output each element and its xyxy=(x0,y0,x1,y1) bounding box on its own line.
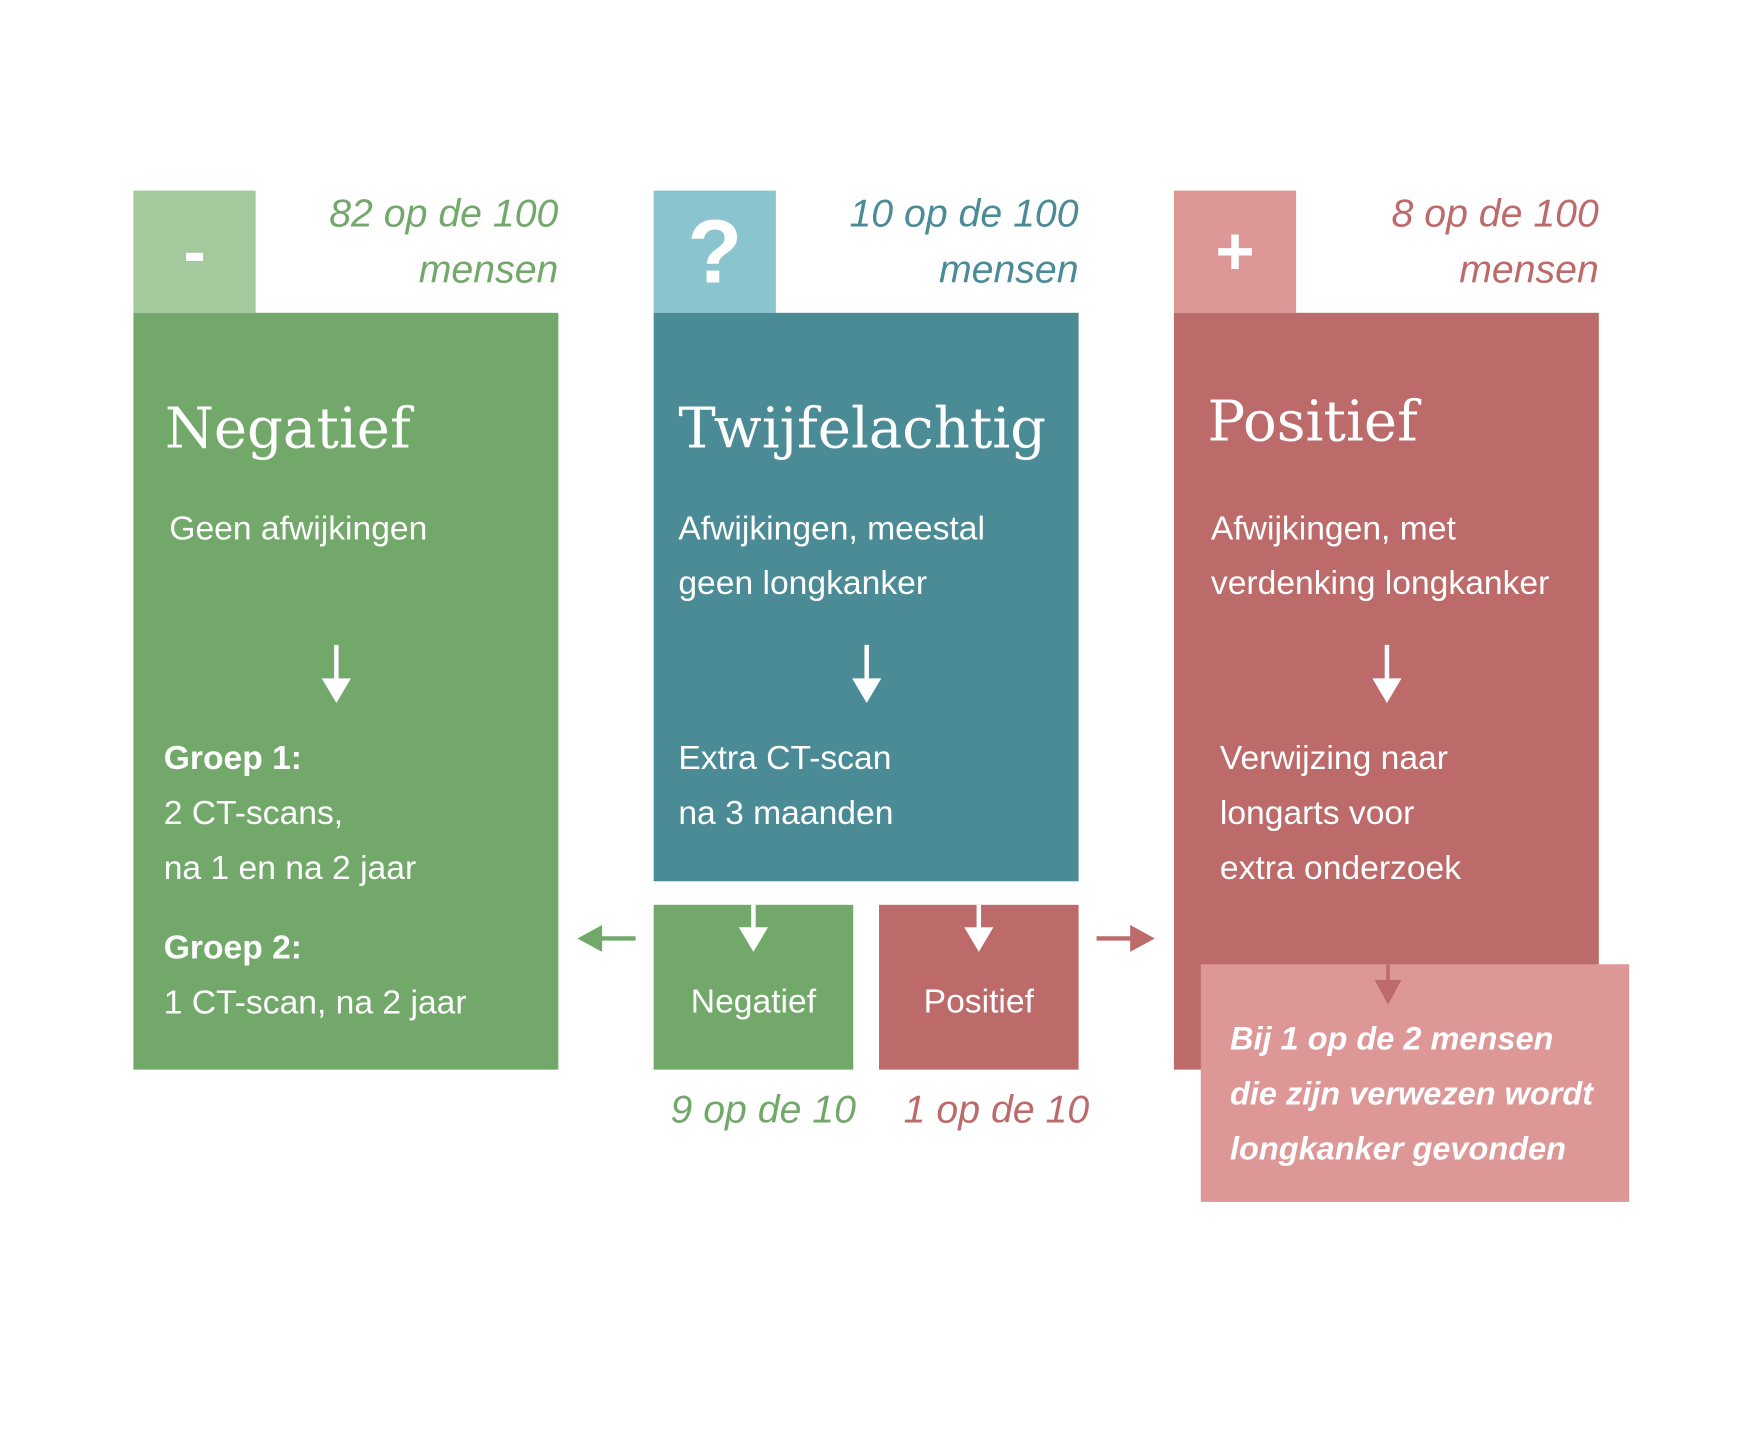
count-line: mensen xyxy=(938,247,1079,292)
plus-icon: + xyxy=(1173,190,1297,313)
positive-description: Afwijkingen, met verdenking longkanker xyxy=(1211,501,1549,611)
count-line: 10 op de 100 xyxy=(849,191,1079,236)
negative-description: Geen afwijkingen xyxy=(169,510,428,548)
description-line: Afwijkingen, met xyxy=(1210,510,1456,548)
arrow-down-icon xyxy=(1374,964,1402,1005)
minus-icon: - xyxy=(133,190,256,313)
arrow-down-icon xyxy=(1372,644,1402,703)
doubtful-negative-box: Negatief xyxy=(653,904,854,1070)
arrow-down-icon xyxy=(852,644,882,703)
count-line: mensen xyxy=(1459,247,1599,292)
doubtful-count: 10 op de 100 mensen xyxy=(742,186,1078,298)
negative-followup: Groep 1: 2 CT-scans, na 1 en na 2 jaar G… xyxy=(164,731,467,1030)
positive-box: Positief Afwijkingen, met verdenking lon… xyxy=(1173,312,1599,1070)
positive-result-box: Bij 1 op de 2 mensen die zijn verwezen w… xyxy=(1200,964,1630,1202)
doubtful-positive-box: Positief xyxy=(879,904,1079,1070)
group1-text: na 1 en na 2 jaar xyxy=(163,849,417,887)
doubtful-box: Twijfelachtig Afwijkingen, meestal geen … xyxy=(653,312,1079,882)
followup-line: extra onderzoek xyxy=(1219,849,1462,887)
followup-line: Extra CT-scan xyxy=(678,739,892,777)
group1-text: 2 CT-scans, xyxy=(163,794,344,832)
doubtful-description: Afwijkingen, meestal geen longkanker xyxy=(678,501,985,611)
followup-line: Verwijzing naar xyxy=(1219,739,1448,777)
positive-result-text: Bij 1 op de 2 mensen die zijn verwezen w… xyxy=(1230,1012,1593,1177)
count-line: 82 op de 100 xyxy=(329,191,559,236)
description-line: verdenking longkanker xyxy=(1210,565,1550,603)
result-line: longkanker gevonden xyxy=(1229,1131,1567,1168)
description-line: geen longkanker xyxy=(678,565,928,603)
arrow-left-icon xyxy=(577,924,636,952)
followup-line: na 3 maanden xyxy=(678,794,894,832)
group2-label: Groep 2: xyxy=(163,929,303,967)
fraction-positive: 1 op de 10 xyxy=(903,1087,1090,1132)
arrow-down-icon xyxy=(964,904,994,952)
arrow-right-icon xyxy=(1096,924,1155,952)
outcome-negative-label: Negatief xyxy=(690,983,817,1021)
positive-count: 8 op de 100 mensen xyxy=(1262,186,1599,298)
result-line: Bij 1 op de 2 mensen xyxy=(1229,1021,1554,1058)
description-line: Afwijkingen, meestal xyxy=(678,510,985,548)
outcome-positive-label: Positief xyxy=(923,983,1034,1021)
result-line: die zijn verwezen wordt xyxy=(1229,1076,1594,1113)
negative-count: 82 op de 100 mensen xyxy=(222,186,558,298)
followup-line: longarts voor xyxy=(1219,794,1415,832)
group1-label: Groep 1: xyxy=(163,739,303,777)
positive-title: Positief xyxy=(1207,389,1418,455)
negative-title: Negatief xyxy=(164,395,411,461)
positive-followup: Verwijzing naar longarts voor extra onde… xyxy=(1220,731,1461,896)
count-line: mensen xyxy=(418,247,559,292)
doubtful-title: Twijfelachtig xyxy=(678,395,1047,461)
arrow-down-icon xyxy=(321,644,351,703)
arrow-down-icon xyxy=(738,904,769,952)
fraction-negative: 9 op de 10 xyxy=(670,1087,856,1132)
count-line: 8 op de 100 xyxy=(1391,191,1599,236)
negative-box: Negatief Geen afwijkingen Groep 1: 2 CT-… xyxy=(133,312,559,1070)
group2-text: 1 CT-scan, na 2 jaar xyxy=(163,984,467,1022)
doubtful-followup: Extra CT-scan na 3 maanden xyxy=(678,731,893,841)
question-icon: ? xyxy=(653,190,776,313)
